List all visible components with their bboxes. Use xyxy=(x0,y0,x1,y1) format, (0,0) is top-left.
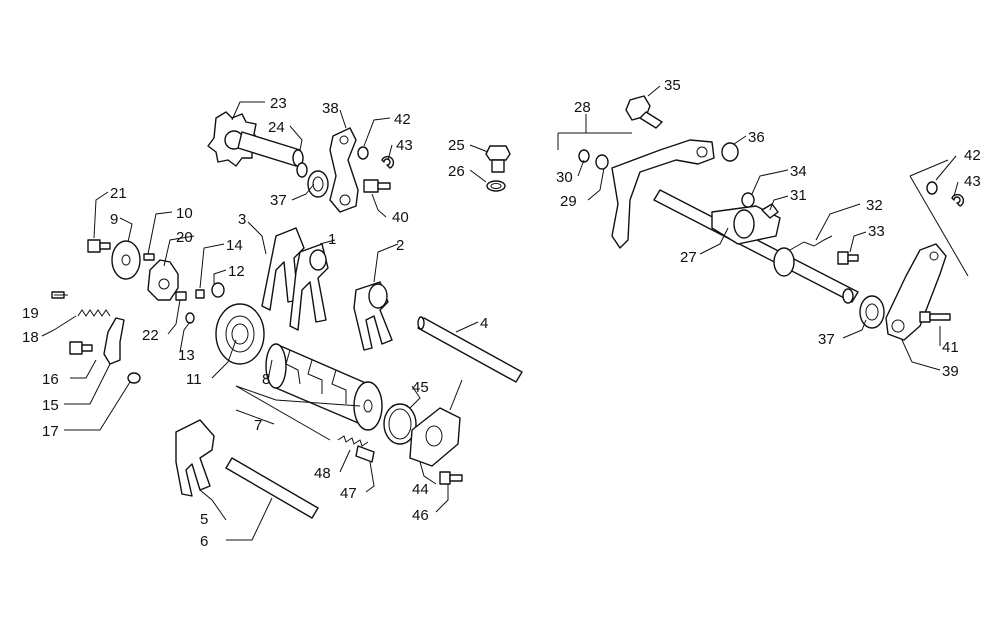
callout-27: 27 xyxy=(680,249,697,266)
callout-13: 13 xyxy=(178,347,195,364)
callout-26: 26 xyxy=(448,163,465,180)
callout-17: 17 xyxy=(42,423,59,440)
callout-39: 39 xyxy=(942,363,959,380)
callout-25: 25 xyxy=(448,137,465,154)
leader-lines xyxy=(41,85,969,541)
part-15-stopper-arm xyxy=(103,317,125,365)
part-31-clip xyxy=(761,203,779,219)
part-41-bolt xyxy=(919,311,951,323)
part-34-washer xyxy=(741,192,755,208)
callout-10: 10 xyxy=(176,205,193,222)
part-46-bolt xyxy=(439,471,463,485)
part-20-cam-plate xyxy=(147,259,179,301)
part-26-washer xyxy=(486,180,506,192)
part-42-washer xyxy=(357,146,369,160)
part-32-spring xyxy=(789,235,833,251)
callout-12: 12 xyxy=(228,263,245,280)
callout-45: 45 xyxy=(412,379,429,396)
callout-35: 35 xyxy=(664,77,681,94)
part-27-shift-shaft xyxy=(653,189,859,304)
part-47-plunger xyxy=(355,445,375,463)
callout-48: 48 xyxy=(314,465,331,482)
part-39-shift-pedal-arm xyxy=(885,243,947,341)
part-8-shift-drum xyxy=(265,343,383,431)
callout-36: 36 xyxy=(748,129,765,146)
callout-37-right: 37 xyxy=(818,331,835,348)
parts-group xyxy=(51,95,965,519)
part-18-spring xyxy=(77,309,111,317)
callout-47: 47 xyxy=(340,485,357,502)
callout-31: 31 xyxy=(790,187,807,204)
part-13-washer xyxy=(185,312,195,324)
part-36-washer xyxy=(721,142,739,162)
callout-labels: 23 24 38 42 43 37 40 25 26 21 9 10 20 14… xyxy=(22,77,981,550)
callout-6: 6 xyxy=(200,533,208,550)
part-48-spring xyxy=(337,435,369,447)
callout-41: 41 xyxy=(942,339,959,356)
callout-24: 24 xyxy=(268,119,285,136)
callout-5: 5 xyxy=(200,511,208,528)
part-4-fork-rod xyxy=(417,317,523,383)
part-14-pin xyxy=(195,289,205,299)
callout-43-right: 43 xyxy=(964,173,981,190)
part-5-shift-fork xyxy=(175,419,215,497)
part-17-washer xyxy=(127,372,141,384)
callout-7: 7 xyxy=(254,417,262,434)
part-43-clip-right xyxy=(951,193,965,207)
callout-14: 14 xyxy=(226,237,243,254)
part-33-pin xyxy=(837,251,859,265)
part-44-cover xyxy=(409,407,461,467)
callout-37: 37 xyxy=(270,192,287,209)
part-washer-upper xyxy=(296,162,308,178)
callout-3: 3 xyxy=(238,211,246,228)
callout-15: 15 xyxy=(42,397,59,414)
callout-23: 23 xyxy=(270,95,287,112)
callout-30: 30 xyxy=(556,169,573,186)
callout-16: 16 xyxy=(42,371,59,388)
part-30-washer xyxy=(578,149,590,163)
callout-2: 2 xyxy=(396,237,404,254)
part-22-pin xyxy=(175,291,187,301)
callout-42-right: 42 xyxy=(964,147,981,164)
callout-8: 8 xyxy=(262,371,270,388)
part-24-shift-shaft xyxy=(237,131,304,167)
part-37-seal-lower xyxy=(859,295,885,329)
part-29-shift-lever xyxy=(611,139,715,249)
part-38-shift-lever xyxy=(329,127,359,213)
part-16-bolt xyxy=(69,341,93,355)
callout-20: 20 xyxy=(176,229,193,246)
part-40-bolt xyxy=(363,179,391,193)
part-9-washer xyxy=(111,240,141,280)
callout-44: 44 xyxy=(412,481,429,498)
callout-9: 9 xyxy=(110,211,118,228)
part-37-seal-upper xyxy=(307,170,329,198)
callout-28: 28 xyxy=(574,99,591,116)
callout-29: 29 xyxy=(560,193,577,210)
callout-38: 38 xyxy=(322,100,339,117)
part-10-pin xyxy=(143,253,155,261)
callout-4: 4 xyxy=(480,315,488,332)
callout-11: 11 xyxy=(186,371,202,388)
part-6-fork-rod xyxy=(225,457,319,519)
callout-46: 46 xyxy=(412,507,429,524)
part-43-clip xyxy=(381,155,395,169)
part-25-plug xyxy=(485,145,511,173)
callout-22: 22 xyxy=(142,327,159,344)
callout-33: 33 xyxy=(868,223,885,240)
part-42-washer-right xyxy=(926,181,938,195)
callout-32: 32 xyxy=(866,197,883,214)
part-21-bolt xyxy=(87,239,111,253)
callout-18: 18 xyxy=(22,329,39,346)
callout-42: 42 xyxy=(394,111,411,128)
callout-21: 21 xyxy=(110,185,127,202)
callout-1: 1 xyxy=(328,231,336,248)
part-11-bearing xyxy=(215,303,265,365)
part-12-ring xyxy=(211,282,225,298)
callout-34: 34 xyxy=(790,163,807,180)
part-35-bolt xyxy=(625,95,663,129)
callout-43: 43 xyxy=(396,137,413,154)
callout-40: 40 xyxy=(392,209,409,226)
callout-19: 19 xyxy=(22,305,39,322)
